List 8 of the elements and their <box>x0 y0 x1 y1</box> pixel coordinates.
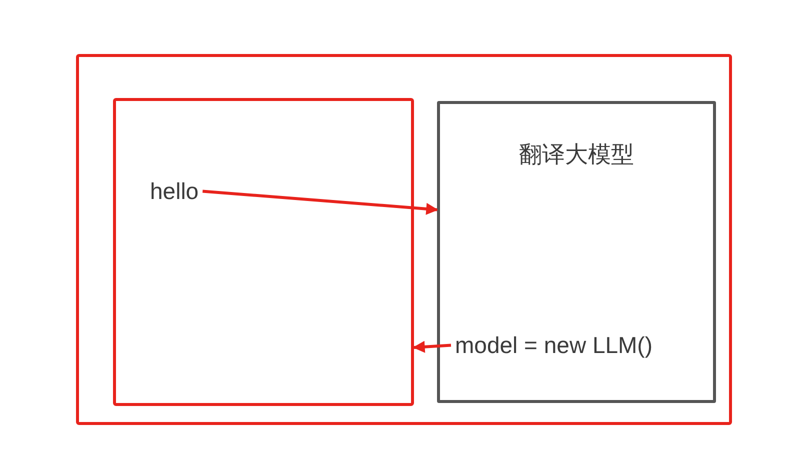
code-text: model = new LLM() <box>455 328 652 362</box>
arrow <box>412 340 452 353</box>
outer-frame <box>76 54 732 425</box>
model-box <box>437 101 716 403</box>
arrow <box>202 190 438 215</box>
container-box <box>113 98 414 406</box>
box-title: 翻译大模型 <box>519 140 634 169</box>
input-text: hello <box>150 174 199 208</box>
